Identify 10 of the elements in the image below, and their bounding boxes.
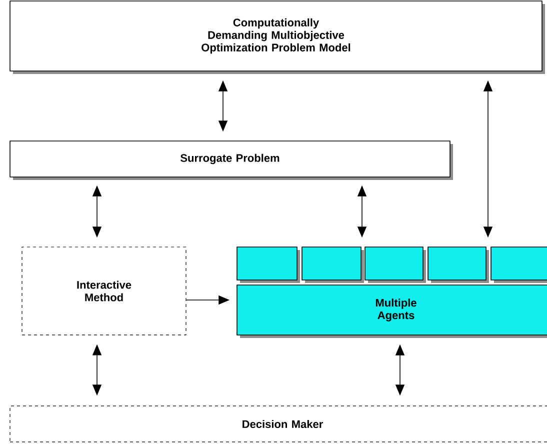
- process-box: Surrogate Problem: [10, 140, 453, 180]
- decision-maker-box: Decision Maker: [10, 406, 547, 442]
- agent-box: [428, 246, 489, 283]
- model-box: Computationally Demanding Multiobjective Optimization Problem Model: [10, 0, 545, 74]
- agents-box: Multiple Agents: [236, 284, 547, 338]
- agent-box: [236, 246, 300, 283]
- agent-box: [364, 246, 426, 283]
- agent-box: [302, 246, 364, 283]
- agent-box: [490, 246, 547, 283]
- method-box: Interactive Method: [22, 246, 186, 336]
